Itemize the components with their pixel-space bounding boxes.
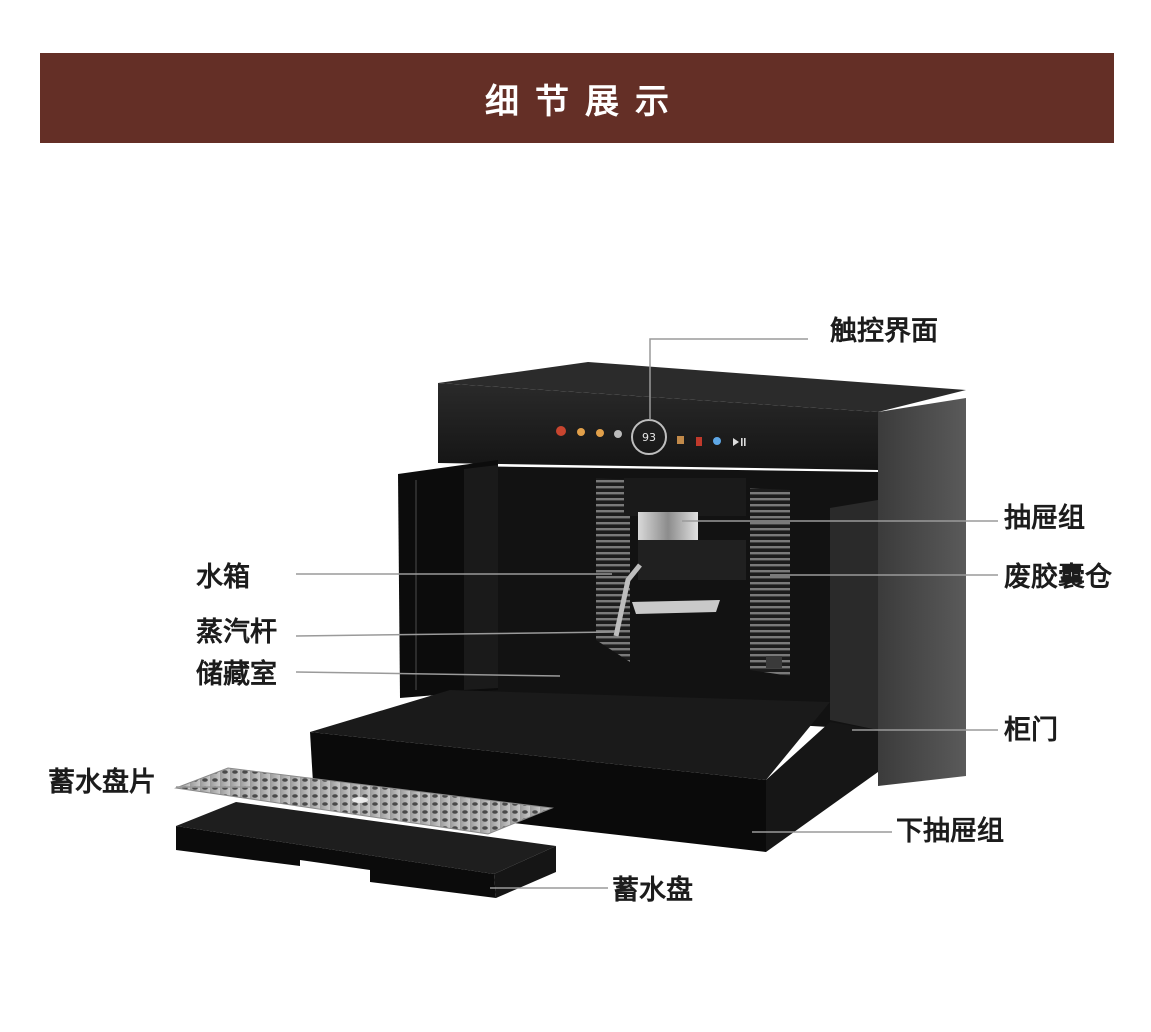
label-capsule-bin: 废胶囊仓 — [1004, 562, 1112, 593]
label-drawer-group: 抽屉组 — [1004, 503, 1085, 534]
play-pause-icon — [733, 438, 739, 446]
door-label — [766, 656, 782, 668]
capsule-bin — [750, 488, 790, 676]
leader-touch-panel — [649, 338, 808, 420]
touch-panel-icons: 93 — [556, 419, 746, 455]
cappuccino-icon — [677, 436, 684, 444]
cup-tray — [632, 600, 720, 614]
lungo-icon — [596, 429, 604, 437]
dial-readout: 93 — [642, 431, 656, 444]
label-drip-tray: 蓄水盘 — [612, 875, 693, 906]
label-touch-panel: 触控界面 — [830, 316, 938, 347]
header-banner: 细节展示 — [40, 53, 1114, 143]
dial-ring — [631, 419, 667, 455]
label-steam-wand: 蒸汽杆 — [196, 617, 277, 648]
page-title: 细节展示 — [485, 81, 685, 122]
steam-icon — [713, 437, 721, 445]
cabinet-top — [438, 362, 966, 412]
drip-tray-top — [176, 802, 556, 874]
leader-steam-wand — [295, 631, 615, 637]
lower-drawer-top — [310, 690, 830, 780]
label-lower-drawer: 下抽屉组 — [896, 816, 1004, 847]
hot-water-icon — [614, 430, 622, 438]
espresso-icon — [577, 428, 585, 436]
latte-icon — [696, 437, 702, 446]
label-drip-grate: 蓄水盘片 — [48, 767, 156, 798]
control-panel-band — [438, 383, 878, 470]
label-water-tank: 水箱 — [196, 562, 250, 593]
right-door — [830, 500, 878, 730]
brew-unit — [624, 478, 746, 516]
leader-storage — [295, 671, 561, 677]
label-cabinet-door: 柜门 — [1004, 715, 1058, 746]
steam-wand — [613, 563, 642, 637]
power-icon — [556, 426, 566, 436]
drip-tray-front — [176, 826, 496, 898]
cabinet-side-wall — [878, 398, 966, 786]
lower-drawer-front — [310, 732, 766, 852]
label-storage: 储藏室 — [196, 659, 277, 690]
brew-head-base — [638, 540, 746, 580]
